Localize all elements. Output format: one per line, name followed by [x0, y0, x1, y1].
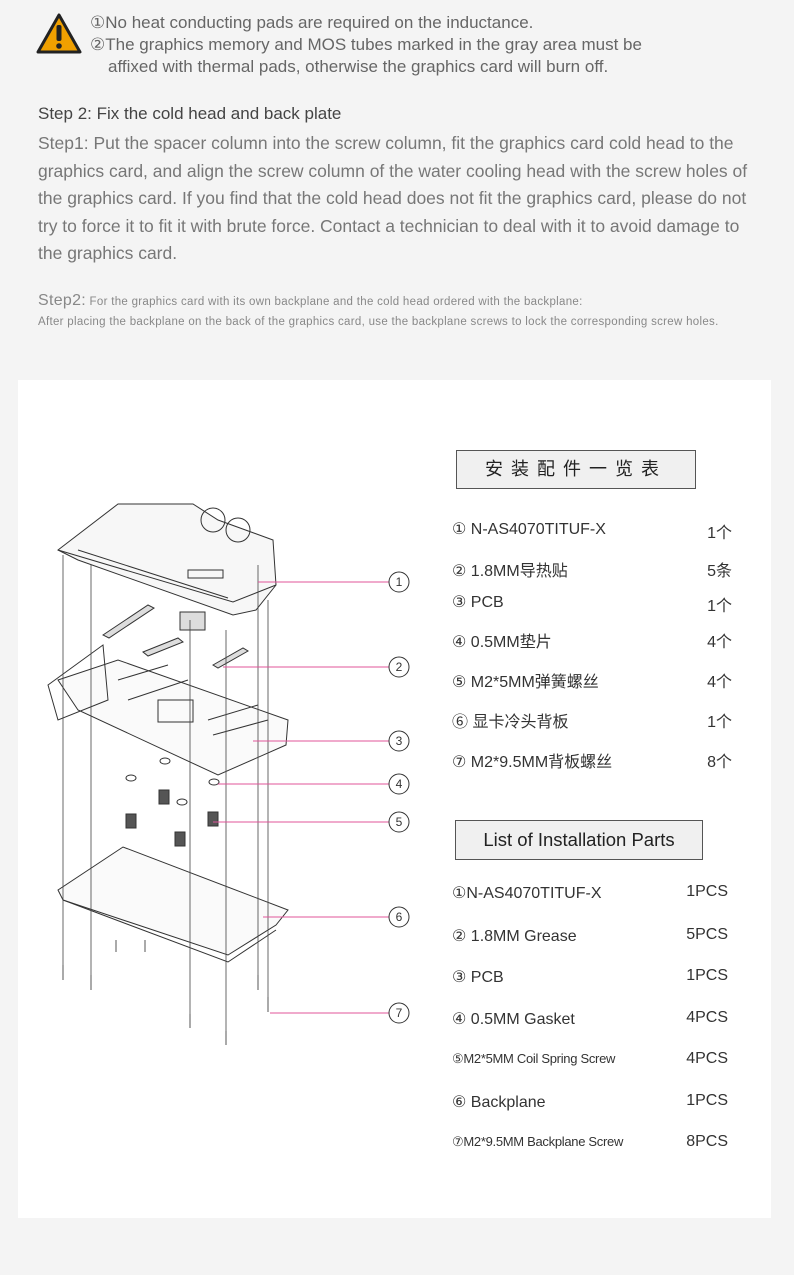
callout-lines	[213, 581, 389, 1014]
cn-list-item: ③ PCB 1个	[452, 592, 732, 615]
item-name: ③ PCB	[452, 969, 504, 986]
parts-panel: 1 2 3 4 5 6 7 安装配件一览表 ① N-AS4070TITUF-X 1…	[18, 380, 771, 1218]
callout-4: 4	[388, 773, 410, 795]
exploded-diagram: 1 2 3 4 5 6 7	[47, 503, 410, 1045]
item-qty: 1PCS	[686, 967, 728, 984]
callout-6: 6	[388, 906, 410, 928]
item-qty: 1PCS	[686, 1092, 728, 1109]
callout-markers: 1 2 3 4 5 6 7	[388, 571, 410, 1024]
item-qty: 4PCS	[686, 1009, 728, 1026]
item-qty: 1个	[707, 714, 732, 731]
step2-label: Step2:	[38, 292, 87, 309]
item-qty: 5PCS	[686, 926, 728, 943]
step2-text: Step2: For the graphics card with its ow…	[38, 291, 758, 332]
warning-icon	[36, 13, 82, 54]
cn-list-title: 安装配件一览表	[456, 450, 696, 489]
note-1: ①No heat conducting pads are required on…	[90, 13, 534, 32]
item-name: ⑤M2*5MM Coil Spring Screw	[452, 1051, 616, 1066]
item-name: ⑤ M2*5MM弹簧螺丝	[452, 674, 599, 691]
svg-text:6: 6	[396, 910, 403, 924]
en-list-item: ⑤M2*5MM Coil Spring Screw 4PCS	[452, 1050, 728, 1068]
pcb	[47, 644, 289, 776]
item-qty: 1个	[707, 525, 732, 542]
item-name: ③ PCB	[452, 594, 504, 611]
item-name: ② 1.8MM Grease	[452, 928, 577, 945]
cn-list-item: ④ 0.5MM垫片 4个	[452, 628, 732, 652]
svg-text:4: 4	[396, 777, 403, 791]
item-name: ⑥ Backplane	[452, 1094, 546, 1111]
step1-text: Step1: Put the spacer column into the sc…	[38, 133, 748, 263]
cn-list-item: ⑦ M2*9.5MM背板螺丝 8个	[452, 748, 732, 772]
step2-line1: For the graphics card with its own backp…	[86, 296, 583, 308]
cn-list-item: ① N-AS4070TITUF-X 1个	[452, 519, 732, 542]
en-list-title: List of Installation Parts	[455, 820, 703, 860]
item-name: ④ 0.5MM Gasket	[452, 1011, 575, 1028]
item-name: ⑦M2*9.5MM Backplane Screw	[452, 1134, 624, 1149]
callout-3: 3	[388, 730, 410, 752]
svg-text:5: 5	[396, 815, 403, 829]
item-name: ⑦ M2*9.5MM背板螺丝	[452, 754, 613, 771]
note-2: ②The graphics memory and MOS tubes marke…	[90, 35, 642, 54]
item-name: ⑥ 显卡冷头背板	[452, 714, 569, 731]
en-list-item: ⑦M2*9.5MM Backplane Screw 8PCS	[452, 1133, 728, 1151]
en-list-item: ⑥ Backplane 1PCS	[452, 1092, 728, 1112]
callout-1: 1	[388, 571, 410, 593]
item-qty: 8个	[707, 754, 732, 771]
item-name: ①N-AS4070TITUF-X	[452, 885, 602, 902]
svg-text:3: 3	[396, 734, 403, 748]
item-qty: 5条	[707, 563, 732, 580]
callout-2: 2	[388, 656, 410, 678]
thermal-pads	[102, 604, 249, 669]
svg-text:7: 7	[396, 1006, 403, 1020]
cn-list-item: ② 1.8MM导热贴 5条	[452, 557, 732, 581]
cn-list-item: ⑤ M2*5MM弹簧螺丝 4个	[452, 668, 732, 692]
item-qty: 8PCS	[686, 1133, 728, 1150]
cn-list-item: ⑥ 显卡冷头背板 1个	[452, 708, 732, 732]
item-qty: 4个	[707, 674, 732, 691]
backplane	[57, 846, 289, 963]
item-name: ① N-AS4070TITUF-X	[452, 521, 606, 538]
en-list-item: ④ 0.5MM Gasket 4PCS	[452, 1009, 728, 1029]
gaskets-springs	[125, 757, 220, 847]
guide-lines	[62, 555, 269, 1031]
item-qty: 4个	[707, 634, 732, 651]
note-2-cont: affixed with thermal pads, otherwise the…	[108, 57, 609, 76]
item-name: ② 1.8MM导热贴	[452, 563, 568, 580]
callout-7: 7	[388, 1002, 410, 1024]
item-qty: 1PCS	[686, 883, 728, 900]
screws	[62, 940, 269, 1045]
svg-text:1: 1	[396, 575, 403, 589]
step2-rest: After placing the backplane on the back …	[38, 316, 719, 328]
item-name: ④ 0.5MM垫片	[452, 634, 552, 651]
svg-text:2: 2	[396, 660, 403, 674]
callout-5: 5	[388, 811, 410, 833]
en-list-item: ② 1.8MM Grease 5PCS	[452, 926, 728, 946]
en-list-item: ③ PCB 1PCS	[452, 967, 728, 987]
item-qty: 4PCS	[686, 1050, 728, 1067]
item-qty: 1个	[707, 598, 732, 615]
step-heading: Step 2: Fix the cold head and back plate	[38, 104, 342, 123]
en-list-item: ①N-AS4070TITUF-X 1PCS	[452, 883, 728, 903]
cold-head	[57, 503, 277, 616]
